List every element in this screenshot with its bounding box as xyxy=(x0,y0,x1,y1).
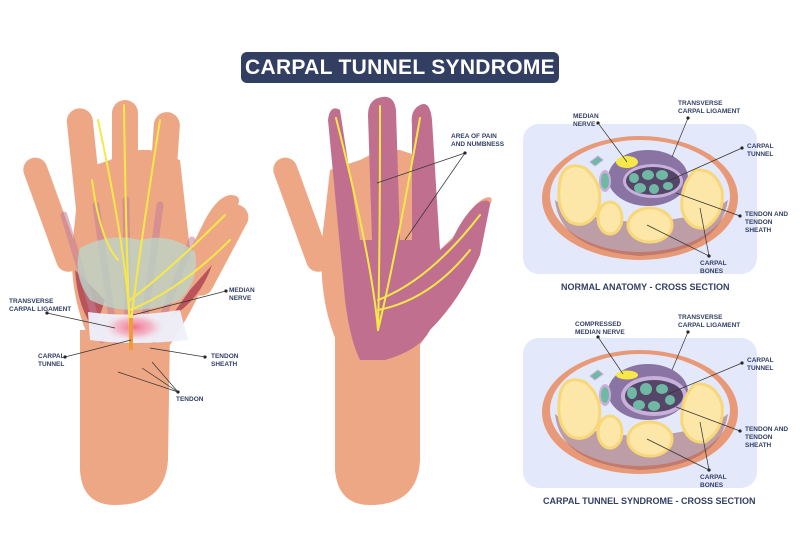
left-hand-leaders xyxy=(45,289,228,394)
pain-area xyxy=(328,96,490,360)
label-carpal-tunnel: CARPAL TUNNEL xyxy=(38,353,65,368)
label-compressed-median-nerve: COMPRESSED MEDIAN NERVE xyxy=(575,321,625,336)
label-median-nerve-normal: MEDIAN NERVE xyxy=(573,113,599,128)
label-median-nerve: MEDIAN NERVE xyxy=(229,287,255,302)
label-ligament-normal: TRANSVERSE CARPAL LIGAMENT xyxy=(678,100,741,115)
middle-hand-illustration xyxy=(273,96,492,505)
cross-section-cts xyxy=(523,338,757,488)
left-thumb xyxy=(187,204,249,296)
label-carpal-tunnel-normal: CARPAL TUNNEL xyxy=(747,143,774,158)
page-title: CARPAL TUNNEL SYNDROME xyxy=(241,52,559,83)
caption-cts-section: CARPAL TUNNEL SYNDROME - CROSS SECTION xyxy=(543,496,756,506)
label-carpal-bones-cts: CARPAL BONES xyxy=(700,474,727,489)
label-area-of-pain: AREA OF PAIN AND NUMBNESS xyxy=(451,133,505,148)
left-ring-finger xyxy=(145,112,180,252)
label-carpal-tunnel-cts: CARPAL TUNNEL xyxy=(747,357,774,372)
label-carpal-bones-normal: CARPAL BONES xyxy=(700,260,727,275)
left-little-finger xyxy=(23,157,81,272)
label-tendon-sheath: TENDON SHEATH xyxy=(211,353,239,368)
label-ligament-cts: TRANSVERSE CARPAL LIGAMENT xyxy=(678,314,741,329)
label-tendon-sheath-cts: TENDON AND TENDON SHEATH xyxy=(745,426,789,449)
caption-normal-section: NORMAL ANATOMY - CROSS SECTION xyxy=(561,282,730,292)
left-hand-illustration xyxy=(23,100,249,505)
label-tendon: TENDON xyxy=(176,396,204,403)
cross-section-normal xyxy=(523,124,757,274)
label-transverse-carpal-ligament: TRANSVERSE CARPAL LIGAMENT xyxy=(9,298,72,313)
label-tendon-sheath-normal: TENDON AND TENDON SHEATH xyxy=(745,211,789,234)
